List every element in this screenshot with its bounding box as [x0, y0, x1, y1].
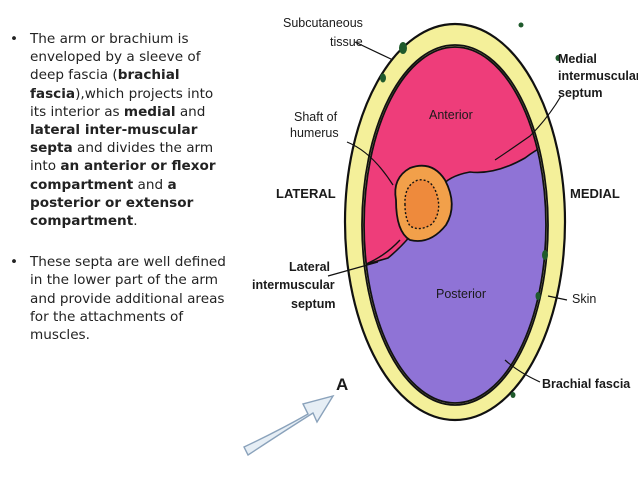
text-segment: and divides the arm into: [30, 140, 214, 175]
label-medial: MEDIAL: [570, 186, 620, 201]
text-segment: ),which projects into its interior as: [30, 85, 214, 120]
text-segment: .: [133, 213, 138, 230]
label-lateral-septum-line2: intermuscular: [252, 278, 335, 292]
label-medial-septum-line2: intermuscular: [558, 69, 638, 83]
label-medial-septum-line1: Medial: [558, 52, 597, 66]
bold-segment: a posterior or extensor compartment: [30, 176, 194, 230]
leader-subcutaneous: [354, 41, 394, 61]
text-segment: These septa are well defined in the lowe…: [30, 254, 226, 344]
bullet-marker: •: [10, 254, 19, 271]
label-skin: Skin: [572, 292, 596, 306]
label-shaft-line1: Shaft of: [294, 110, 338, 124]
lateral-septum-line: [365, 239, 401, 265]
vessel-dot: [510, 392, 516, 398]
vessel-dot: [535, 292, 541, 300]
text-segment: and: [175, 103, 206, 120]
label-brachial-fascia: Brachial fascia: [542, 377, 631, 391]
bold-segment: brachial fascia: [30, 67, 180, 102]
leader-skin: [547, 295, 568, 301]
label-subcutaneous-line1: Subcutaneous: [283, 16, 363, 30]
label-view-a: A: [336, 375, 348, 394]
bold-segment: medial: [123, 103, 176, 120]
text-segment: The arm or brachium is enveloped by a sl…: [30, 31, 201, 84]
humerus-inner: [404, 179, 440, 230]
bold-segment: an anterior or flexor compartment: [30, 158, 216, 193]
bullet-marker: •: [10, 31, 19, 47]
label-lateral-septum-line1: Lateral: [289, 260, 330, 274]
leader-medial-septum: [494, 95, 562, 161]
vessel-dot: [380, 73, 386, 83]
label-anterior: Anterior: [429, 108, 473, 122]
bullet-text-septa: These septa are well defined in the lowe…: [30, 253, 230, 344]
leader-lateral-septum: [327, 261, 379, 277]
leader-shaft: [346, 141, 394, 186]
bullet-list: • The arm or brachium is enveloped by a …: [8, 30, 230, 367]
bullet-item: • The arm or brachium is enveloped by a …: [8, 30, 230, 230]
text-segment: and: [133, 176, 168, 193]
vessel-dot: [542, 250, 548, 260]
label-subcutaneous-line2: tissue: [330, 35, 363, 49]
leader-brachial-fascia: [504, 359, 541, 383]
label-medial-septum-line3: septum: [558, 86, 602, 100]
label-posterior: Posterior: [436, 287, 486, 301]
label-lateral: LATERAL: [276, 186, 336, 201]
label-shaft-line2: humerus: [290, 126, 339, 140]
bullet-item: • These septa are well defined in the lo…: [8, 253, 230, 344]
view-direction-arrow: [243, 394, 335, 457]
vessel-dot: [399, 42, 407, 54]
bullet-text-arm-fascia: The arm or brachium is enveloped by a sl…: [30, 30, 230, 230]
label-lateral-septum-line3: septum: [291, 297, 335, 311]
vessel-dot: [518, 22, 524, 28]
bold-segment: lateral inter-muscular septa: [30, 122, 198, 157]
vessel-dot: [555, 55, 561, 61]
